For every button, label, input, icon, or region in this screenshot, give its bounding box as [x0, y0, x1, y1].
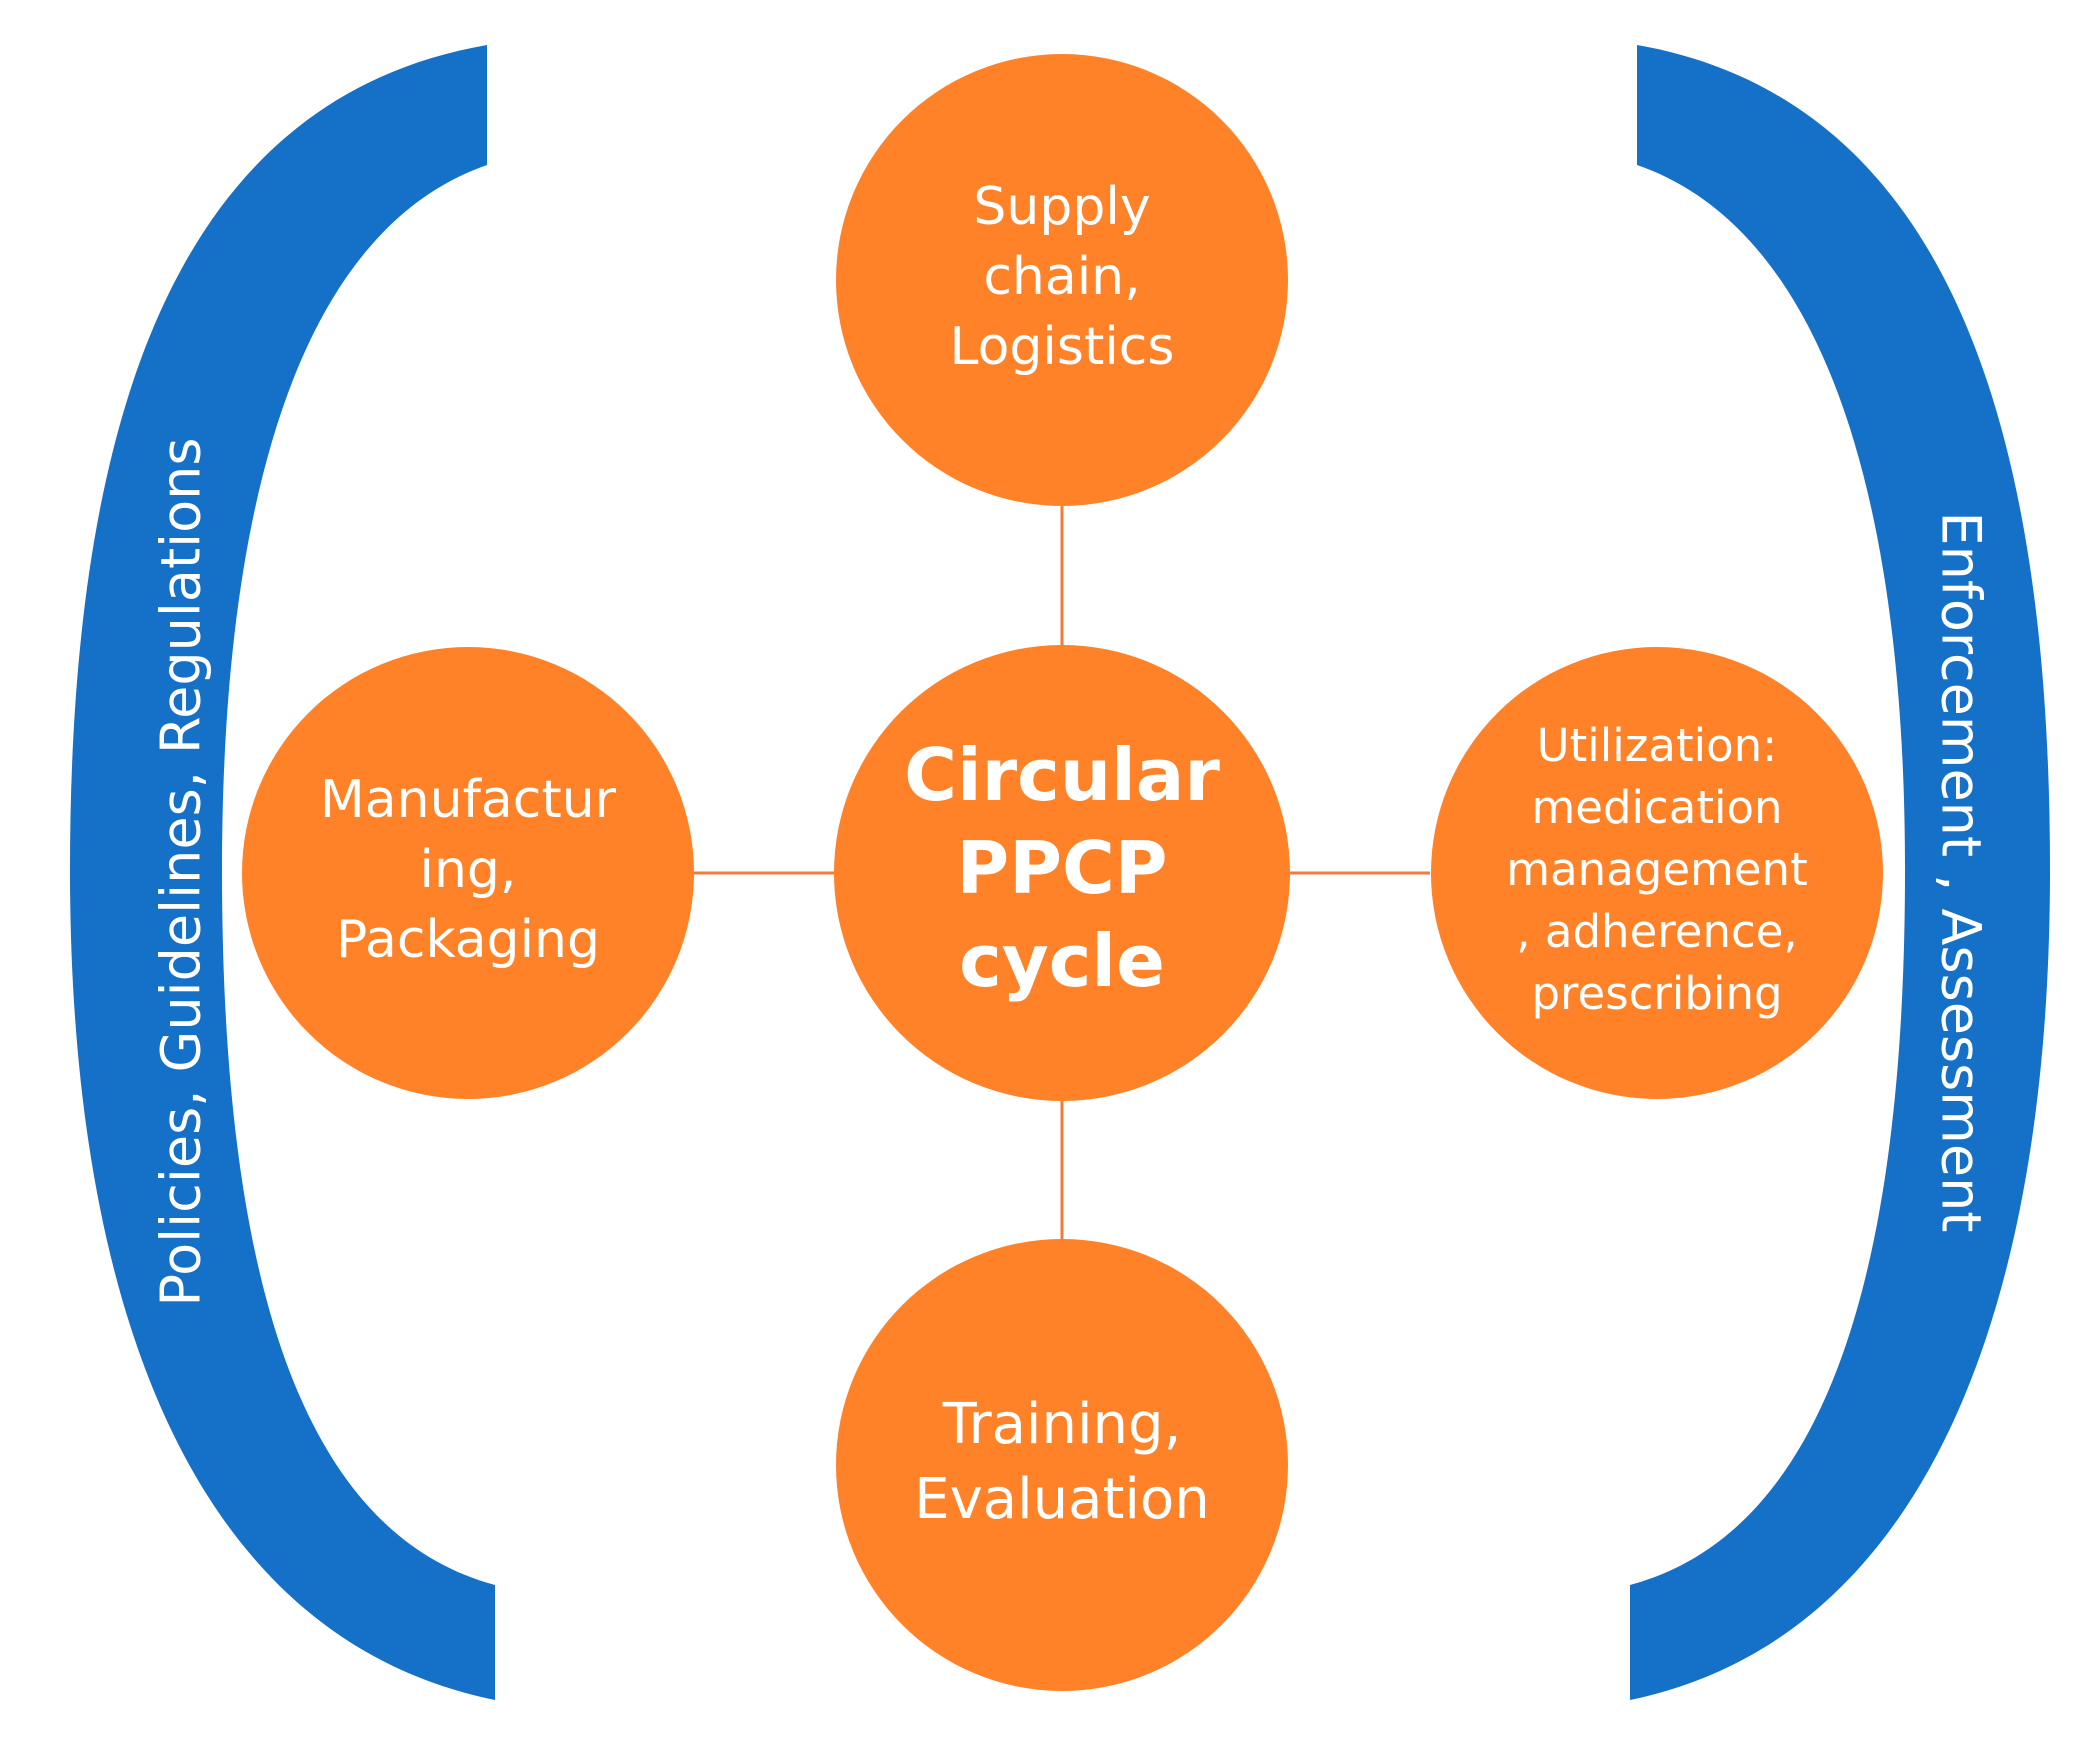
- node-utilization-line-5: prescribing: [1531, 967, 1782, 1020]
- node-supply-chain-line-1: Supply: [973, 177, 1150, 237]
- node-manufacturing-line-2: ing,: [420, 840, 517, 900]
- node-utilization-line-2: medication: [1531, 781, 1782, 834]
- node-training: Training, Evaluation: [836, 1239, 1288, 1691]
- node-utilization: Utilization: medication management , adh…: [1431, 647, 1883, 1099]
- node-manufacturing: Manufactur ing, Packaging: [242, 647, 694, 1099]
- node-utilization-line-1: Utilization:: [1537, 719, 1778, 772]
- node-training-line-1: Training,: [942, 1392, 1182, 1457]
- node-center-line-2: PPCP: [956, 826, 1167, 910]
- node-center: Circular PPCP cycle: [834, 645, 1290, 1101]
- node-supply-chain: Supply chain, Logistics: [836, 54, 1288, 506]
- node-center-line-3: cycle: [959, 919, 1165, 1003]
- node-training-line-2: Evaluation: [914, 1467, 1209, 1532]
- node-manufacturing-line-3: Packaging: [336, 910, 600, 970]
- node-supply-chain-line-2: chain,: [983, 247, 1140, 307]
- right-bracket: [1630, 45, 2050, 1700]
- node-supply-chain-line-3: Logistics: [950, 317, 1175, 377]
- node-manufacturing-line-1: Manufactur: [320, 770, 617, 830]
- left-bracket: [70, 45, 495, 1700]
- node-utilization-line-4: , adherence,: [1516, 905, 1797, 958]
- right-bracket-label: Enforcement , Assessment: [1929, 512, 1992, 1233]
- node-utilization-line-3: management: [1506, 843, 1807, 896]
- node-center-line-1: Circular: [904, 733, 1220, 817]
- left-bracket-label: Policies, Guidelines, Regulations: [150, 437, 213, 1306]
